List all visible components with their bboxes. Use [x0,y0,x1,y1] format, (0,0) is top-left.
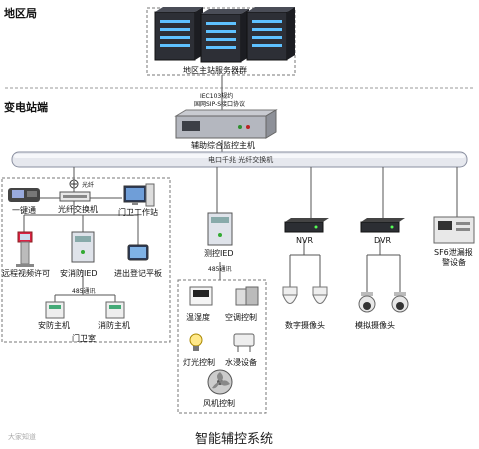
dvr-device [360,218,405,233]
kiosk-label: 远程视频许可 [2,269,50,278]
analog-camera-label: 模拟摄像头 [355,321,395,330]
security-host-device [45,301,65,319]
region-server-label: 地区主站服务器群 [183,66,247,75]
sf6-label-line-1: SF6泄漏报 [434,248,473,257]
phone-device [8,188,40,202]
switch-label: 光纤交换机 [58,205,98,214]
guard-485-label: 485通讯 [72,288,96,295]
server-rack-1 [154,7,203,61]
fan-control-label: 风机控制 [203,399,235,408]
nvr-label: NVR [296,236,314,245]
optic-tag: 光纤 [82,182,95,189]
ac-control-label: 空调控制 [225,313,257,322]
digital-camera-label: 数字摄像头 [285,321,325,330]
server-rack-2 [200,9,249,63]
workstation-label: 门卫工作站 [118,208,158,217]
light-control-device [189,333,203,351]
workstation-device [123,183,155,207]
sf6-label-line-2: 警设备 [442,258,466,267]
switch-device [59,191,91,202]
measure-ied-device [207,212,233,246]
measure-box [177,279,267,414]
backbone-label: 电口千兆 光纤交换机 [208,156,274,164]
security-host-label: 安防主机 [38,321,70,330]
monitor-host-label: 辅助综合监控主机 [191,141,255,150]
sf6-device [433,216,475,244]
monitor-host-device [174,109,278,139]
phone-label: 一键通 [12,206,36,215]
protocol-line-1: IEC103规约 [200,93,234,100]
watermark: 大家知道 [8,433,36,441]
analog-camera-1 [358,292,376,313]
digital-camera-2 [312,286,328,304]
protocol-line-2: 国网SIP-S接口协议 [194,101,246,108]
safety-ied-label: 安消防IED [60,269,98,278]
temp-humidity-label: 温湿度 [186,313,210,322]
substation-section-title: 变电站端 [4,101,48,114]
light-control-label: 灯光控制 [183,358,215,367]
dvr-label: DVR [374,236,392,245]
water-device-label: 水浸设备 [225,358,257,367]
digital-camera-1 [282,286,298,304]
analog-camera-2 [391,292,409,313]
tablet-device [127,244,149,261]
ac-control-device [235,286,259,306]
temp-humidity-device [189,286,213,306]
guard-room-title: 门卫室 [72,334,96,343]
server-rack-3 [246,7,295,61]
nvr-device [284,218,329,233]
fan-device [207,369,233,395]
measure-485-label: 485通讯 [208,266,232,273]
water-device [233,333,255,352]
region-section-title: 地区局 [4,7,37,20]
kiosk-device [16,231,34,267]
diagram-caption: 智能辅控系统 [195,432,274,447]
fire-host-device [105,301,125,319]
tablet-label: 进出登记平板 [114,269,162,278]
measure-ied-label: 测控IED [204,249,234,258]
fire-host-label: 消防主机 [98,321,130,330]
guard-room-box [1,177,171,343]
optic-switch-icon [69,179,79,189]
safety-ied-device [71,231,95,263]
